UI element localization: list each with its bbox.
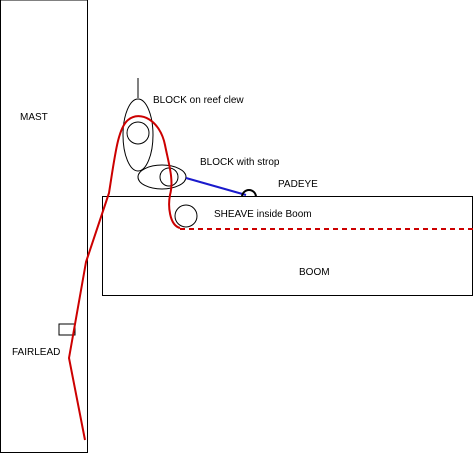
boom-sheave	[174, 204, 198, 228]
padeye	[241, 189, 257, 198]
block-reef-clew-label: BLOCK on reef clew	[153, 95, 244, 106]
fairlead-label: FAIRLEAD	[12, 347, 60, 358]
block-strop-label: BLOCK with strop	[200, 157, 280, 168]
padeye-label: PADEYE	[278, 179, 318, 190]
mast-label: MAST	[20, 112, 48, 123]
strop-block-sheave	[159, 167, 179, 187]
sheave-label: SHEAVE inside Boom	[214, 209, 312, 220]
strop-line	[185, 177, 247, 196]
reef-clew-block-shell	[122, 98, 154, 172]
boom-label: BOOM	[299, 267, 330, 278]
strop-block-shell	[137, 164, 187, 190]
reef-line	[68, 115, 181, 441]
boom-outline	[102, 196, 473, 296]
reef-clew-block-sheave	[126, 121, 150, 145]
